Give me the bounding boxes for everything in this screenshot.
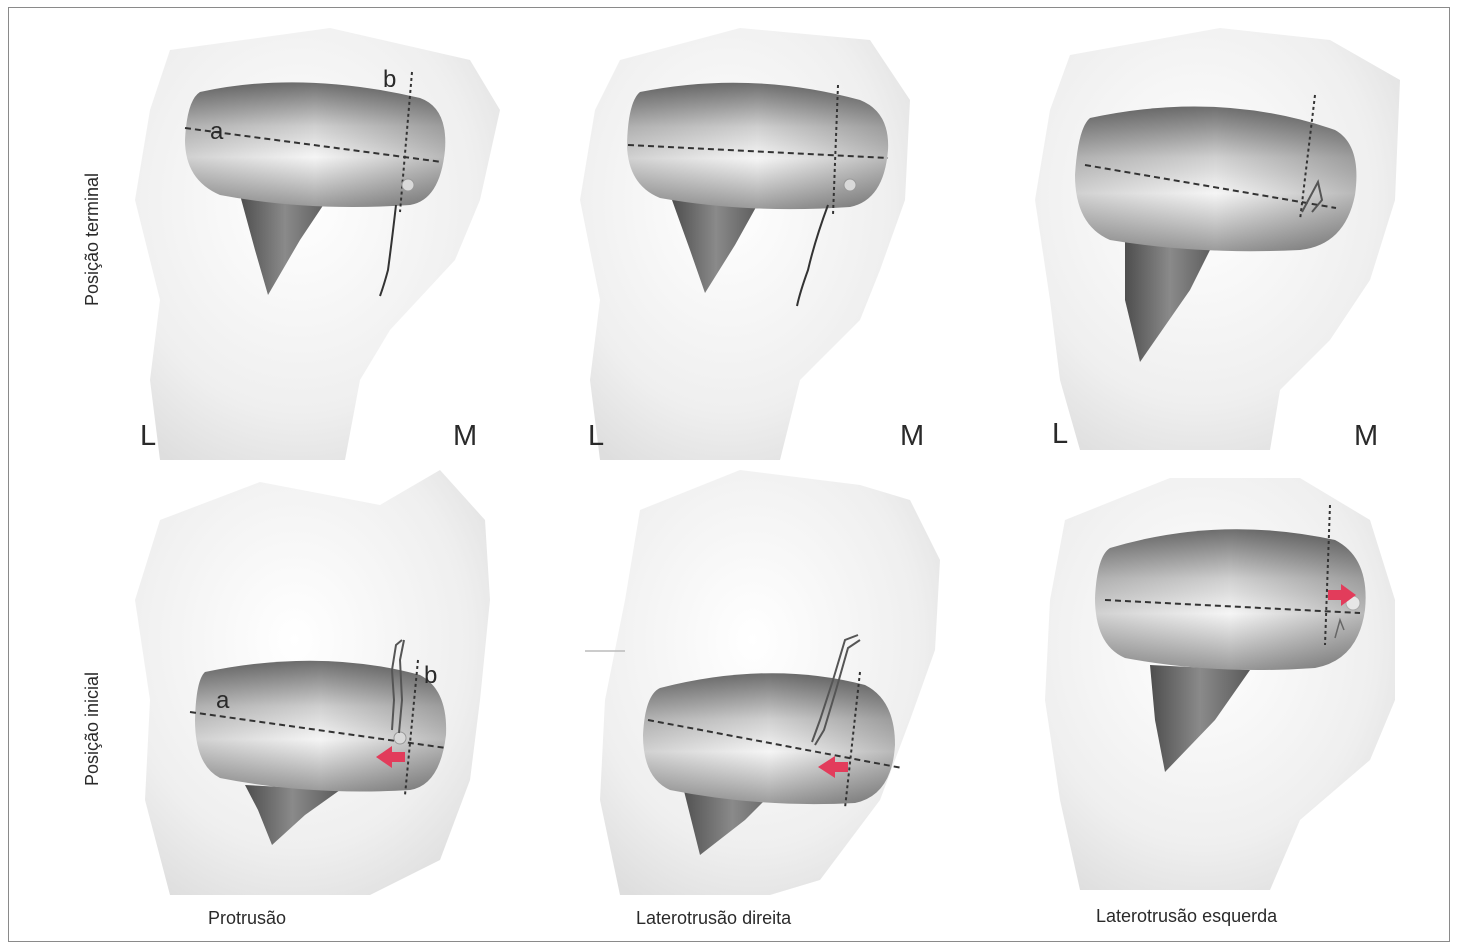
reference-point	[844, 179, 856, 191]
axis-label-b: b	[383, 66, 396, 94]
caption-left-laterotrusion: Laterotrusão esquerda	[1096, 906, 1277, 927]
panel-left-laterotrusion-initial	[1045, 478, 1395, 890]
orientation-medial: M	[453, 420, 477, 453]
axis-label-b: b	[424, 662, 437, 690]
row-label-initial: Posição inicial	[82, 672, 103, 786]
orientation-lateral: L	[588, 420, 604, 453]
axis-label-a: a	[216, 687, 229, 715]
panel-left-laterotrusion-terminal	[1035, 28, 1400, 450]
panel-right-laterotrusion-initial	[585, 470, 940, 895]
orientation-medial: M	[900, 420, 924, 453]
orientation-medial: M	[1354, 420, 1378, 453]
caption-right-laterotrusion: Laterotrusão direita	[636, 908, 791, 929]
panel-right-laterotrusion-terminal	[580, 28, 910, 460]
axis-label-a: a	[210, 118, 223, 146]
reference-point	[402, 179, 414, 191]
reference-point	[394, 732, 406, 744]
orientation-lateral: L	[140, 420, 156, 453]
orientation-lateral: L	[1052, 418, 1068, 451]
panel-protrusion-terminal	[135, 28, 500, 460]
row-label-terminal: Posição terminal	[82, 173, 103, 306]
caption-protrusion: Protrusão	[208, 908, 286, 929]
